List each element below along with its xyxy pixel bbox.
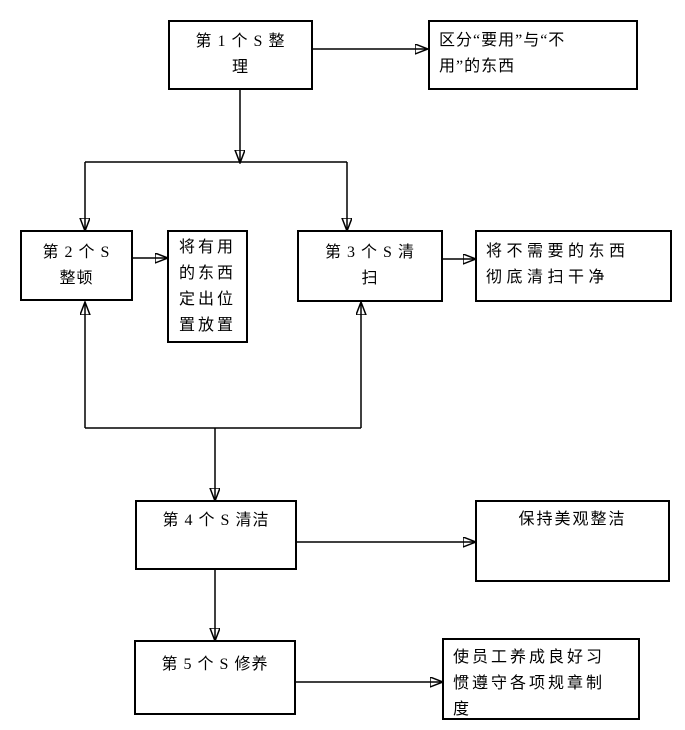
node-step3-description: 将不需要的东西 彻底清扫干净 — [475, 230, 672, 302]
node-step2-set-in-order: 第 2 个 S 整顿 — [20, 230, 133, 301]
node-step2-description: 将有用 的东西 定出位 置放置 — [167, 230, 248, 343]
node-step3-sweep: 第 3 个 S 清 扫 — [297, 230, 443, 302]
node-step1-sort: 第 1 个 S 整 理 — [168, 20, 313, 90]
node-step4-standardize: 第 4 个 S 清洁 — [135, 500, 297, 570]
node-step4-description: 保持美观整洁 — [475, 500, 670, 582]
node-step5-description: 使员工养成良好习 惯遵守各项规章制 度 — [442, 638, 640, 720]
node-step1-description: 区分“要用”与“不 用”的东西 — [428, 20, 638, 90]
node-step5-sustain: 第 5 个 S 修养 — [134, 640, 296, 715]
